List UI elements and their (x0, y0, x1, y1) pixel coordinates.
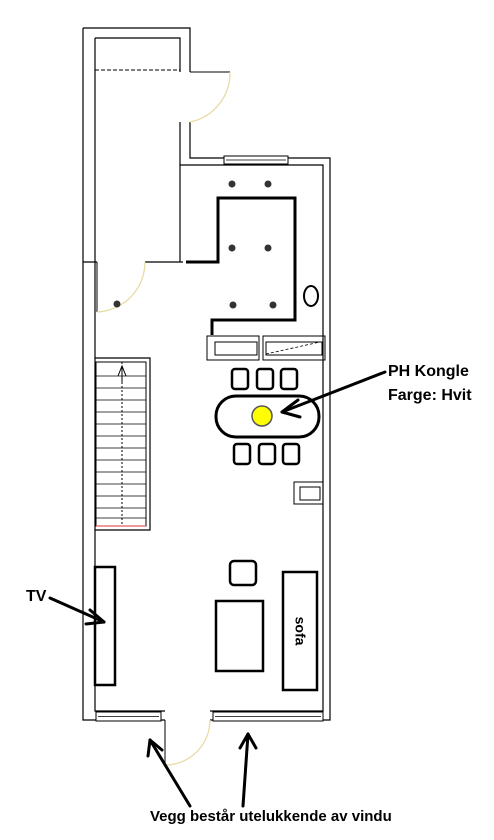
tv-arrow (48, 596, 106, 624)
living-room (93, 559, 319, 692)
cabinets (206, 335, 326, 361)
stove-burners (228, 180, 277, 309)
coffee-table (214, 599, 265, 673)
sofa (281, 570, 319, 692)
armchair (228, 559, 258, 587)
sink (303, 285, 319, 307)
tv-label: TV (26, 588, 47, 605)
annotation-arrows (48, 370, 387, 808)
lamp-arrow (280, 370, 387, 414)
staircase (95, 361, 147, 527)
lamp-name-label: PH Kongle (388, 363, 469, 380)
lamp-color-label: Farge: Hvit (388, 387, 472, 404)
window-wall-label: Vegg består utelukkende av vindu (150, 808, 392, 825)
tv-unit (93, 565, 117, 687)
window-arrow-left (148, 738, 192, 808)
front-door (164, 719, 211, 766)
niche (293, 481, 324, 505)
window-arrow-right (241, 732, 250, 808)
dining-area (214, 367, 321, 466)
small-room-door (96, 261, 146, 313)
dining-table (214, 394, 321, 439)
top-door (189, 71, 231, 123)
kitchen-counter (186, 196, 297, 335)
light-point (113, 300, 121, 308)
sofa-label-wrap: sofa (283, 572, 317, 690)
outer-walls (82, 27, 331, 721)
lamp-marker (251, 405, 273, 427)
sofa-label: sofa (291, 616, 308, 646)
